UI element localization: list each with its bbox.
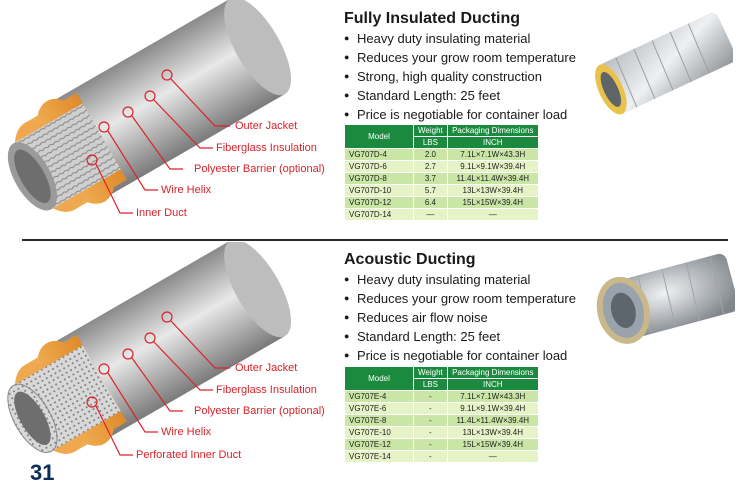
cell-weight: 6.4 (413, 196, 448, 209)
cell-model: VG707D-6 (344, 160, 414, 173)
cell-model: VG707D-10 (344, 184, 414, 197)
cell-model: VG707D-4 (344, 148, 414, 161)
cell-dimensions: 7.1L×7.1W×43.3H (446, 390, 539, 403)
cell-dimensions: 15L×15W×39.4H (446, 196, 539, 209)
cell-weight: 2.0 (413, 148, 448, 161)
cell-dimensions: 11.4L×11.4W×39.4H (446, 172, 539, 185)
spec-table-insulated: Model Weight Packaging Dimensions LBS IN… (344, 124, 539, 221)
cell-dimensions: 13L×13W×39.4H (446, 184, 539, 197)
feature-item: Reduces air flow noise (344, 308, 576, 327)
cell-model: VG707D-8 (344, 172, 414, 185)
table-row: VG707E-8-11.4L×11.4W×39.4H (344, 414, 539, 427)
table-row: VG707D-14—— (344, 208, 539, 221)
label-outer-jacket: Outer Jacket (235, 120, 298, 132)
label-inner-duct: Inner Duct (136, 207, 187, 219)
table-subheader-lbs: LBS (413, 378, 448, 391)
label-polyester-barrier: Polyester Barrier (optional) (194, 163, 325, 175)
table-header-weight: Weight (413, 124, 448, 137)
cell-model: VG707E-10 (344, 426, 414, 439)
cell-weight: - (413, 438, 448, 451)
cell-dimensions: 7.1L×7.1W×43.3H (446, 148, 539, 161)
table-subheader-inch: INCH (446, 378, 539, 391)
table-row: VG707E-10-13L×13W×39.4H (344, 426, 539, 439)
cell-model: VG707E-6 (344, 402, 414, 415)
cell-dimensions: — (446, 450, 539, 463)
table-header-dimensions: Packaging Dimensions (446, 124, 539, 137)
section-divider (22, 239, 728, 241)
cell-model: VG707E-14 (344, 450, 414, 463)
feature-item: Standard Length: 25 feet (344, 86, 576, 105)
label-perforated-inner-duct: Perforated Inner Duct (136, 449, 242, 461)
cell-weight: 2.7 (413, 160, 448, 173)
label-wire-helix: Wire Helix (161, 184, 212, 196)
label-fiberglass-insulation: Fiberglass Insulation (216, 142, 317, 154)
cell-dimensions: 9.1L×9.1W×39.4H (446, 402, 539, 415)
section-title-insulated: Fully Insulated Ducting (344, 10, 521, 27)
cell-model: VG707E-12 (344, 438, 414, 451)
label-outer-jacket: Outer Jacket (235, 362, 298, 374)
cell-dimensions: — (446, 208, 539, 221)
insulated-duct-photo (595, 12, 733, 115)
label-fiberglass-insulation: Fiberglass Insulation (216, 384, 317, 396)
table-header-model: Model (344, 124, 414, 149)
table-row: VG707E-4-7.1L×7.1W×43.3H (344, 390, 539, 403)
feature-item: Price is negotiable for container load (344, 346, 576, 365)
insulated-duct-cutaway-diagram (7, 0, 292, 214)
page-number: 31 (30, 460, 55, 485)
cell-dimensions: 11.4L×11.4W×39.4H (446, 414, 539, 427)
feature-item: Heavy duty insulating material (344, 29, 576, 48)
acoustic-duct-cutaway-diagram (7, 242, 292, 456)
cell-weight: 3.7 (413, 172, 448, 185)
cell-weight: - (413, 390, 448, 403)
feature-item: Price is negotiable for container load (344, 105, 576, 124)
table-header-dimensions: Packaging Dimensions (446, 366, 539, 379)
feature-item: Heavy duty insulating material (344, 270, 576, 289)
table-row: VG707E-12-15L×15W×39.4H (344, 438, 539, 451)
cell-model: VG707E-8 (344, 414, 414, 427)
feature-item: Standard Length: 25 feet (344, 327, 576, 346)
cell-dimensions: 9.1L×9.1W×39.4H (446, 160, 539, 173)
cell-model: VG707D-14 (344, 208, 414, 221)
cell-weight: - (413, 402, 448, 415)
table-row: VG707E-14-— (344, 450, 539, 463)
cell-weight: — (413, 208, 448, 221)
feature-list-insulated: Heavy duty insulating material Reduces y… (344, 29, 576, 124)
cell-weight: - (413, 426, 448, 439)
cell-weight: - (413, 414, 448, 427)
acoustic-duct-photo (596, 253, 735, 344)
feature-item: Reduces your grow room temperature (344, 289, 576, 308)
table-subheader-inch: INCH (446, 136, 539, 149)
table-subheader-lbs: LBS (413, 136, 448, 149)
cell-dimensions: 13L×13W×39.4H (446, 426, 539, 439)
table-header-model: Model (344, 366, 414, 391)
cell-model: VG707E-4 (344, 390, 414, 403)
label-polyester-barrier: Polyester Barrier (optional) (194, 405, 325, 417)
section-title-acoustic: Acoustic Ducting (344, 251, 476, 268)
feature-list-acoustic: Heavy duty insulating material Reduces y… (344, 270, 576, 365)
label-wire-helix: Wire Helix (161, 426, 212, 438)
cell-model: VG707D-12 (344, 196, 414, 209)
table-row: VG707E-6-9.1L×9.1W×39.4H (344, 402, 539, 415)
feature-item: Reduces your grow room temperature (344, 48, 576, 67)
feature-item: Strong, high quality construction (344, 67, 576, 86)
table-header-weight: Weight (413, 366, 448, 379)
spec-table-acoustic: Model Weight Packaging Dimensions LBS IN… (344, 366, 539, 463)
cell-dimensions: 15L×15W×39.4H (446, 438, 539, 451)
cell-weight: - (413, 450, 448, 463)
cell-weight: 5.7 (413, 184, 448, 197)
